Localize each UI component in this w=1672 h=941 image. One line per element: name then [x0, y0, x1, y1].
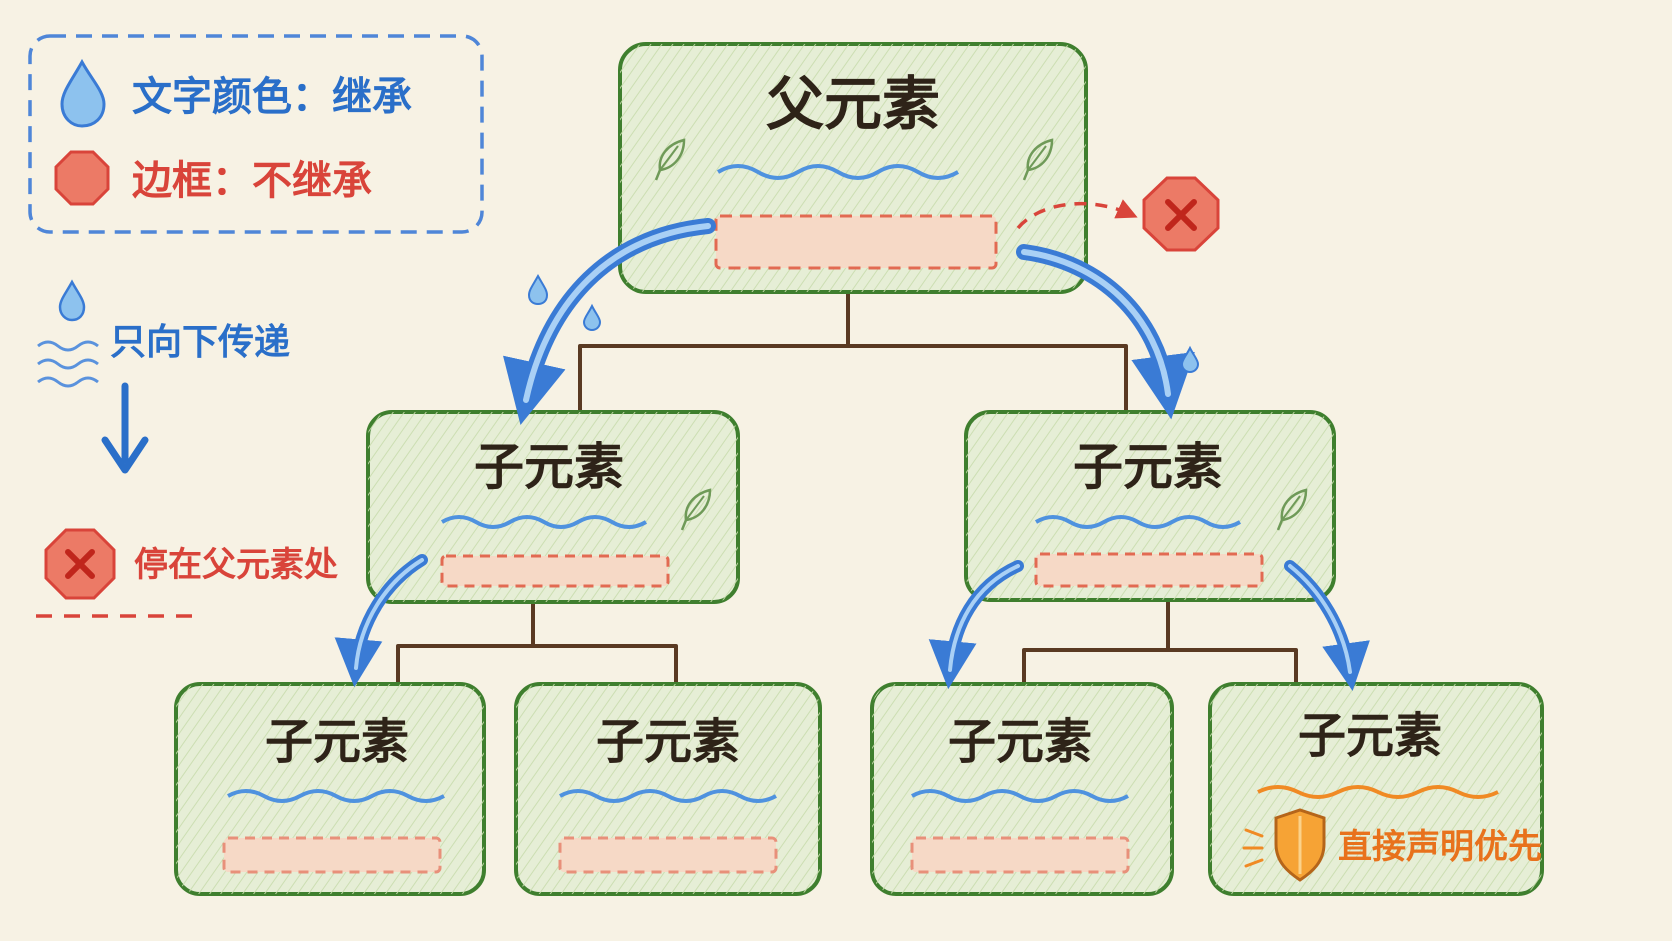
text-wave	[1034, 515, 1242, 529]
stop-octagon-icon	[54, 150, 110, 206]
root-node: 父元素	[618, 42, 1088, 294]
text-wave	[559, 789, 777, 803]
override-label: 直接声明优先	[1338, 827, 1542, 867]
child-left-node: 子元素	[366, 410, 740, 604]
stop-label: 停在父元素处	[134, 545, 338, 585]
text-wave	[440, 515, 648, 529]
border-placeholder	[222, 836, 442, 874]
legend-box: 文字颜色：继承 边框：不继承	[28, 34, 484, 234]
grandchild-3-node: 子元素	[870, 682, 1174, 896]
root-title: 父元素	[766, 70, 940, 138]
grandchild-1-node: 子元素	[174, 682, 486, 896]
legend-border-label: 边框：不继承	[132, 158, 372, 204]
grandchild-4-node: 子元素 直接声明优先	[1208, 682, 1544, 896]
drip-icons	[527, 273, 1200, 374]
border-placeholder	[910, 836, 1130, 874]
orange-text-wave	[1257, 785, 1499, 799]
text-wave	[716, 164, 960, 180]
grandchild-4-title: 子元素	[1298, 708, 1442, 764]
text-wave	[911, 789, 1129, 803]
water-drop-icon	[60, 58, 106, 128]
border-placeholder	[1034, 552, 1264, 588]
downward-note: 只向下传递	[37, 279, 290, 474]
downward-label: 只向下传递	[110, 322, 290, 363]
text-wave	[227, 789, 445, 803]
tree-connectors	[396, 290, 1298, 686]
down-arrow-icon	[101, 382, 149, 474]
inheritance-arrows	[334, 218, 1370, 692]
child-left-title: 子元素	[474, 438, 624, 496]
grandchild-2-node: 子元素	[514, 682, 822, 896]
blocked-border-indicator	[1016, 176, 1220, 252]
stop-x-icon	[44, 528, 116, 600]
border-placeholder	[558, 836, 778, 874]
child-right-node: 子元素	[964, 410, 1336, 602]
grandchild-2-title: 子元素	[596, 714, 740, 770]
border-placeholder	[440, 554, 670, 588]
legend-text-color-label: 文字颜色：继承	[132, 74, 412, 120]
stop-note: 停在父元素处	[36, 528, 338, 618]
wave-lines-icon	[37, 340, 99, 388]
border-placeholder	[714, 214, 998, 270]
shield-icon	[1242, 808, 1326, 882]
child-right-title: 子元素	[1073, 438, 1223, 496]
small-drop-icon	[58, 279, 86, 322]
grandchild-3-title: 子元素	[948, 714, 1092, 770]
grandchild-1-title: 子元素	[265, 714, 409, 770]
